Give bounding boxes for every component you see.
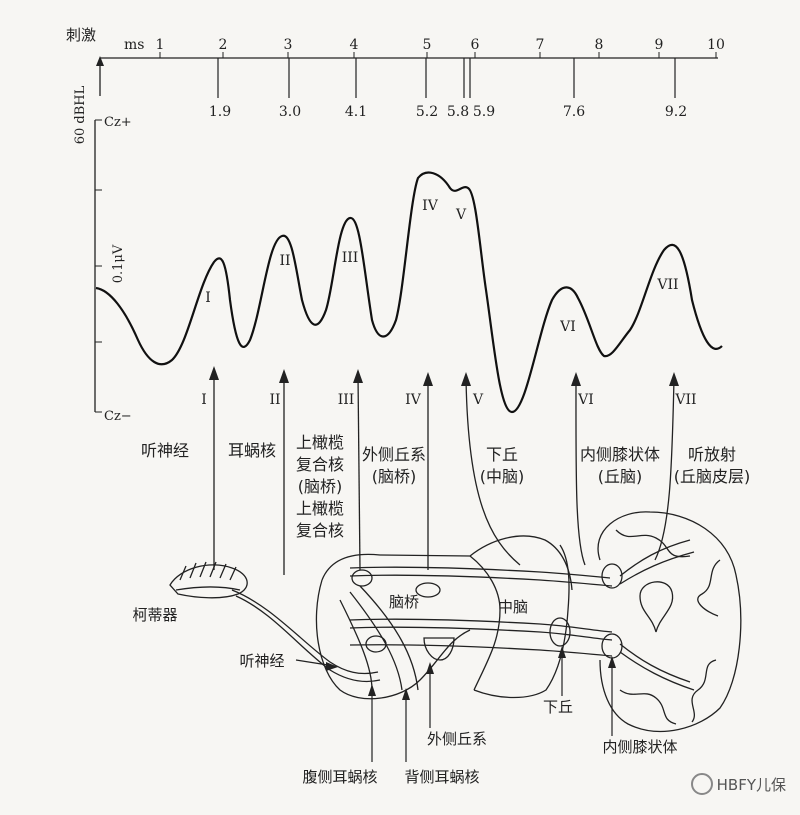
svg-text:7.6: 7.6 xyxy=(563,104,585,120)
tick-7: 7 xyxy=(536,37,545,53)
scale-label: 0.1μV xyxy=(111,244,126,283)
label-organ-of-corti: 柯蒂器 xyxy=(132,606,177,624)
gen-lateral-lemniscus: 外侧丘系 xyxy=(362,445,426,464)
label-ventral-cn: 腹侧耳蜗核 xyxy=(302,768,377,786)
label-auditory-nerve: 听神经 xyxy=(239,652,284,670)
anatomy-pointer-heads xyxy=(326,646,616,700)
gen-auditory-radiation: 听放射 xyxy=(688,445,736,464)
svg-text:III: III xyxy=(338,392,355,408)
gen-cochlear-nucleus: 耳蜗核 xyxy=(228,441,276,460)
auditory-pathway-anatomy xyxy=(169,511,742,732)
svg-text:5.2: 5.2 xyxy=(416,104,438,120)
wave-labels: I II III IV V VI VII xyxy=(205,198,678,335)
amplitude-scale: Cz+ Cz− 0.1μV xyxy=(94,115,132,424)
tick-9: 9 xyxy=(655,37,664,53)
latency-markers xyxy=(217,58,676,98)
svg-text:(脑桥): (脑桥) xyxy=(372,467,417,486)
wave-label-v: V xyxy=(455,207,467,223)
intensity-label: 60 dBHL xyxy=(73,85,88,144)
cz-plus-label: Cz+ xyxy=(104,115,132,130)
gen-mgb: 内侧膝状体 xyxy=(580,445,660,464)
tick-4: 4 xyxy=(350,37,359,53)
label-dorsal-cn: 背侧耳蜗核 xyxy=(404,768,479,786)
anatomy-labels: 柯蒂器 听神经 脑桥 中脑 下丘 外侧丘系 腹侧耳蜗核 背侧耳蜗核 内侧膝状体 xyxy=(132,593,677,786)
label-lateral-lemniscus: 外侧丘系 xyxy=(427,730,487,748)
svg-text:V: V xyxy=(472,392,484,408)
stimulus-arrow-icon xyxy=(96,56,104,66)
time-axis: 刺激 ms 1 2 3 4 5 6 7 8 9 10 60 dBHL xyxy=(66,26,725,144)
wave-label-vi: VI xyxy=(559,319,576,335)
svg-text:复合核: 复合核 xyxy=(296,455,344,474)
abr-waveform xyxy=(95,171,723,414)
gen-auditory-nerve: 听神经 xyxy=(141,441,189,460)
gen-inferior-colliculus: 下丘 xyxy=(486,445,518,464)
tick-2: 2 xyxy=(219,37,228,53)
label-midbrain: 中脑 xyxy=(498,598,528,616)
svg-text:3.0: 3.0 xyxy=(279,104,301,120)
wave-label-iii: III xyxy=(342,250,359,266)
wave-label-iv: IV xyxy=(422,198,439,214)
generator-arrowheads xyxy=(209,366,679,386)
latency-values: 1.9 3.0 4.1 5.2 5.8 5.9 7.6 9.2 xyxy=(209,104,687,120)
arrow-numerals: I II III IV V VI VII xyxy=(201,392,696,408)
label-mgb: 内侧膝状体 xyxy=(602,738,677,756)
watermark: HBFY儿保 xyxy=(690,773,786,795)
tick-10: 10 xyxy=(707,37,725,53)
stim-label: 刺激 xyxy=(66,26,96,44)
svg-text:I: I xyxy=(201,392,207,408)
label-inferior-colliculus: 下丘 xyxy=(543,698,573,716)
svg-text:5.9: 5.9 xyxy=(473,104,495,120)
wave-label-vii: VII xyxy=(656,277,678,293)
wave-label-i: I xyxy=(205,290,211,306)
tick-8: 8 xyxy=(595,37,604,53)
svg-text:VII: VII xyxy=(674,392,696,408)
cochlea-icon xyxy=(169,561,248,599)
svg-text:1.9: 1.9 xyxy=(209,104,231,120)
svg-text:(脑桥): (脑桥) xyxy=(298,477,343,496)
gen-soc-1: 上橄榄 xyxy=(296,433,344,452)
svg-text:(丘脑皮层): (丘脑皮层) xyxy=(674,467,751,486)
gen-soc-2: 上橄榄 xyxy=(296,499,344,518)
svg-text:复合核: 复合核 xyxy=(296,521,344,540)
tick-5: 5 xyxy=(423,37,432,53)
wave-label-ii: II xyxy=(279,253,290,269)
tick-1: 1 xyxy=(156,37,165,53)
svg-text:(丘脑): (丘脑) xyxy=(598,467,643,486)
label-pons: 脑桥 xyxy=(389,593,419,611)
svg-text:VI: VI xyxy=(577,392,594,408)
svg-text:(中脑): (中脑) xyxy=(480,467,525,486)
svg-text:5.8: 5.8 xyxy=(447,104,469,120)
ms-unit: ms xyxy=(124,37,144,53)
chat-bubble-icon xyxy=(690,773,713,795)
svg-text:II: II xyxy=(269,392,280,408)
time-ticks: 1 2 3 4 5 6 7 8 9 10 xyxy=(156,37,725,58)
svg-text:4.1: 4.1 xyxy=(345,104,367,120)
cz-minus-label: Cz− xyxy=(104,409,132,424)
generator-arrows xyxy=(213,372,675,575)
generator-labels: 听神经 耳蜗核 上橄榄 复合核 (脑桥) 上橄榄 复合核 外侧丘系 (脑桥) 下… xyxy=(141,433,750,540)
tick-6: 6 xyxy=(471,37,480,53)
watermark-text: HBFY儿保 xyxy=(716,775,786,794)
svg-text:9.2: 9.2 xyxy=(665,104,687,120)
svg-text:IV: IV xyxy=(405,392,422,408)
tick-3: 3 xyxy=(284,37,293,53)
